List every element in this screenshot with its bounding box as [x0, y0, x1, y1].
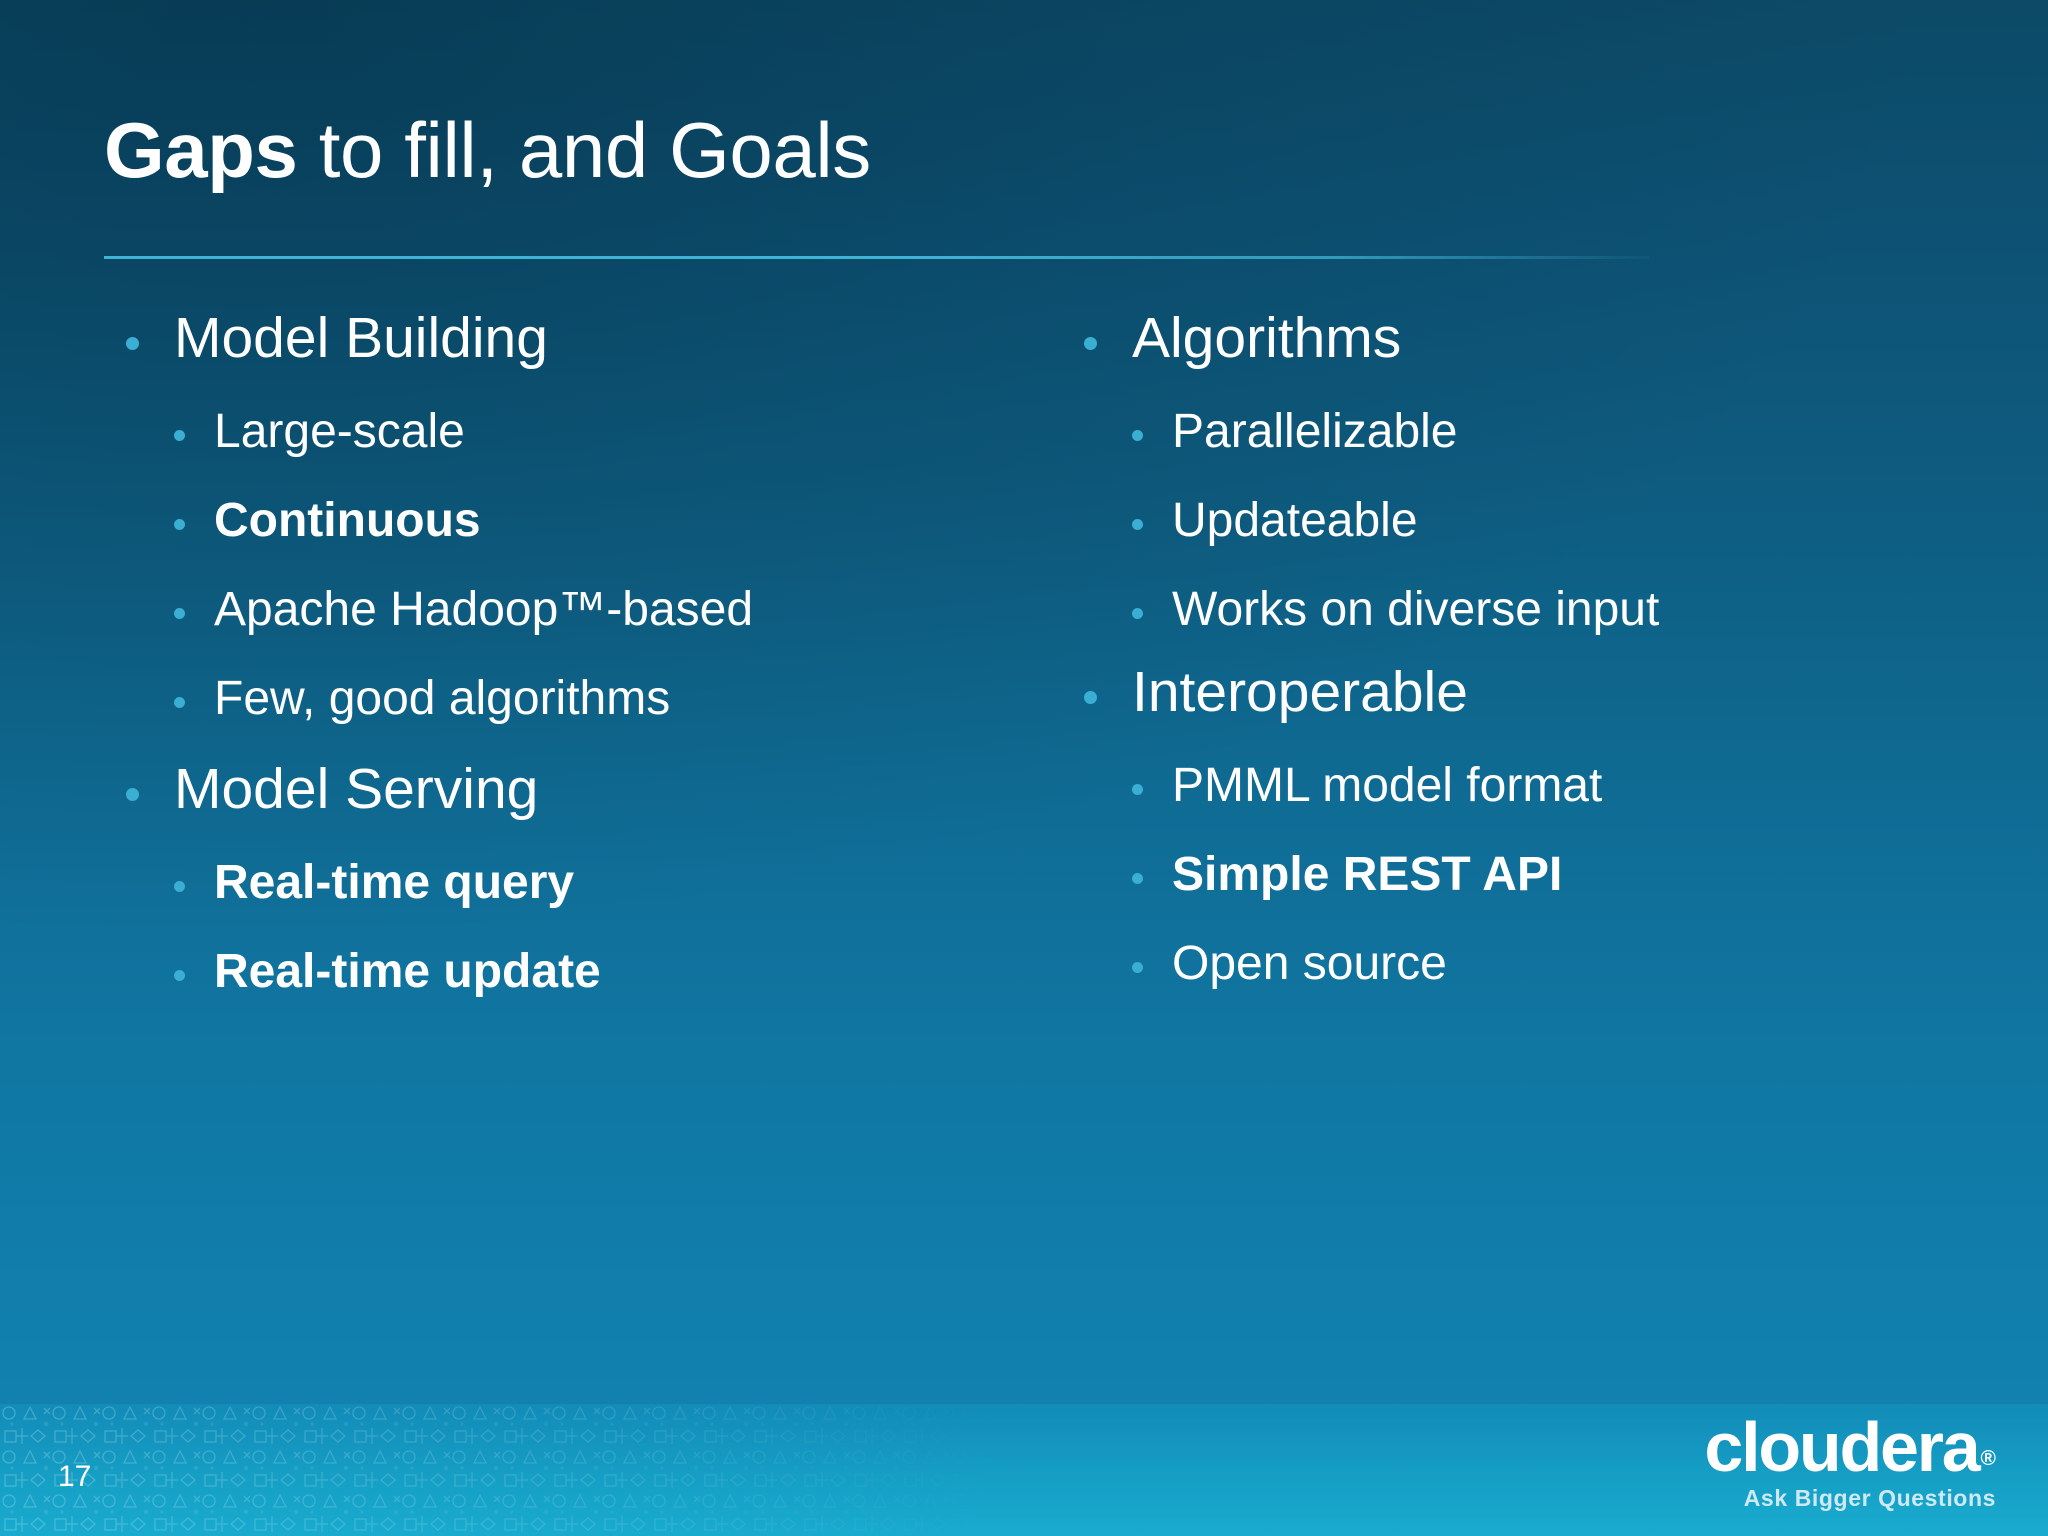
subbullet-pmml-model-format: PMML model format: [1062, 762, 1952, 810]
bullet-label: Interoperable: [1132, 660, 1468, 724]
bullet-model-serving: Model Serving: [104, 761, 994, 818]
title-divider: [104, 256, 1649, 259]
bullet-dot-icon: [1084, 691, 1097, 704]
subbullet-real-time-query: Real-time query: [104, 859, 994, 907]
bullet-dot-icon: [174, 697, 185, 708]
bullet-sublist: Large-scale Continuous Apache Hadoop™-ba…: [104, 408, 994, 723]
subbullet-large-scale: Large-scale: [104, 408, 994, 456]
bullet-sublist: Parallelizable Updateable Works on diver…: [1062, 408, 1952, 634]
bullet-sublist: Real-time query Real-time update: [104, 859, 994, 996]
bullet-dot-icon: [174, 430, 185, 441]
subbullet-label: Continuous: [214, 494, 481, 547]
sublist-model-building: Large-scale Continuous Apache Hadoop™-ba…: [104, 408, 994, 723]
subbullet-few-good-algorithms: Few, good algorithms: [104, 675, 994, 723]
bullet-dot-icon: [1132, 519, 1143, 530]
subbullet-continuous: Continuous: [104, 497, 994, 545]
subbullet-apache-hadoop-based: Apache Hadoop™-based: [104, 586, 994, 634]
subbullet-open-source: Open source: [1062, 940, 1952, 988]
page-title-rest: to fill, and Goals: [297, 106, 872, 195]
sublist-interoperable: PMML model format Simple REST API Open s…: [1062, 762, 1952, 988]
sublist-model-serving: Real-time query Real-time update: [104, 859, 994, 996]
column-left: Model Building Large-scale Continuous: [104, 310, 994, 1034]
logo-word-text: cloudera: [1704, 1408, 1980, 1486]
bullet-label: Model Serving: [174, 757, 539, 821]
page-title: Gaps to fill, and Goals: [104, 108, 871, 192]
content-columns: Model Building Large-scale Continuous: [104, 310, 1954, 1034]
sublist-algorithms: Parallelizable Updateable Works on diver…: [1062, 408, 1952, 634]
cloudera-logo: cloudera® Ask Bigger Questions: [1704, 1412, 1996, 1510]
logo-tagline: Ask Bigger Questions: [1743, 1485, 1996, 1511]
bullet-interoperable: Interoperable: [1062, 664, 1952, 721]
bullet-dot-icon: [1132, 430, 1143, 441]
registered-trademark-icon: ®: [1980, 1446, 1996, 1470]
subbullet-real-time-update: Real-time update: [104, 948, 994, 996]
subbullet-label: PMML model format: [1172, 759, 1603, 812]
subbullet-label: Apache Hadoop™-based: [214, 583, 754, 636]
bullet-label: Algorithms: [1132, 306, 1402, 370]
page-title-strong: Gaps: [104, 106, 298, 195]
subbullet-label: Works on diverse input: [1172, 583, 1660, 636]
bullet-dot-icon: [126, 337, 139, 350]
subbullet-label: Updateable: [1172, 494, 1418, 547]
bullet-dot-icon: [1084, 337, 1097, 350]
footer-band: 17 cloudera® Ask Bigger Questions: [0, 1404, 2048, 1536]
bullet-model-building: Model Building: [104, 310, 994, 367]
bullet-algorithms: Algorithms: [1062, 310, 1952, 367]
column-right: Algorithms Parallelizable Updateable: [1062, 310, 1952, 1034]
subbullet-label: Real-time query: [214, 856, 575, 909]
logo-wordmark: cloudera®: [1704, 1412, 1996, 1482]
bullet-dot-icon: [174, 519, 185, 530]
subbullet-label: Real-time update: [214, 945, 601, 998]
bullet-label: Model Building: [174, 306, 548, 370]
geometric-pattern-decoration: [0, 1404, 1000, 1536]
bullet-list-right: Algorithms Parallelizable Updateable: [1062, 310, 1952, 988]
bullet-dot-icon: [174, 608, 185, 619]
subbullet-parallelizable: Parallelizable: [1062, 408, 1952, 456]
slide-number: 17: [58, 1460, 92, 1493]
bullet-list-left: Model Building Large-scale Continuous: [104, 310, 994, 996]
subbullet-label: Simple REST API: [1172, 848, 1563, 901]
subbullet-label: Open source: [1172, 937, 1447, 990]
bullet-dot-icon: [1132, 608, 1143, 619]
subbullet-works-on-diverse-input: Works on diverse input: [1062, 586, 1952, 634]
bullet-dot-icon: [1132, 962, 1143, 973]
subbullet-label: Large-scale: [214, 405, 465, 458]
bullet-dot-icon: [174, 881, 185, 892]
subbullet-label: Few, good algorithms: [214, 672, 671, 725]
bullet-sublist: PMML model format Simple REST API Open s…: [1062, 762, 1952, 988]
bullet-dot-icon: [1132, 784, 1143, 795]
subbullet-simple-rest-api: Simple REST API: [1062, 851, 1952, 899]
subbullet-label: Parallelizable: [1172, 405, 1458, 458]
bullet-dot-icon: [174, 970, 185, 981]
subbullet-updateable: Updateable: [1062, 497, 1952, 545]
bullet-dot-icon: [1132, 873, 1143, 884]
bullet-dot-icon: [126, 788, 139, 801]
